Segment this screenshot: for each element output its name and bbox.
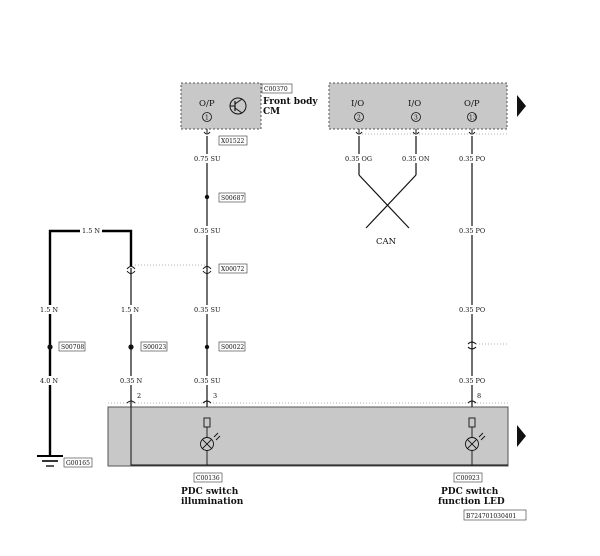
wire-label-035-su-2: 0.35 SU [194,306,221,314]
figure-id: B724701030401 [466,513,516,520]
pdc-led-name-1: PDC switch [441,487,499,497]
wire-label-035-og: 0.35 OG [345,155,372,163]
right-module-pin-type-2: I/O [351,99,364,109]
splice-s00708-tag [58,341,86,352]
front-body-cm-pin-circle [202,112,212,122]
front-body-cm-code-tag [261,83,293,94]
front-body-cm-name-2: CM [263,107,280,117]
module-continuation-arrow-bottom [517,425,526,447]
pdc-illum-code: C00136 [196,475,220,482]
splice-s00708-text: S00708 [61,344,84,351]
wire-label-035-po-1: 0.35 PO [459,155,485,163]
right-module-pin-number-13: 13 [469,115,477,122]
right-module-pin-type-3: I/O [408,99,421,109]
lower-pin-2: 2 [137,392,141,400]
transistor-icon [229,97,247,115]
connector-x01522-text: X01522 [221,138,245,145]
front-body-cm-pin-type: O/P [199,99,215,109]
right-module-pin-number-3: 3 [414,115,418,122]
wire-label-035-po-3: 0.35 PO [459,306,485,314]
wire-label-035-su-3: 0.35 SU [194,377,221,385]
front-body-cm-module [180,82,262,130]
lower-pin-3: 3 [213,392,217,400]
ground-icon [37,455,63,467]
splice-dots [47,194,210,350]
right-module-pin-number-2: 2 [357,115,361,122]
right-module-pin-circle-13 [467,112,477,122]
front-body-cm-name-1: Front body [263,97,318,107]
front-body-cm-code: C00370 [264,86,288,93]
pdc-illum-code-tag [193,472,223,483]
splice-s00687-tag [218,192,246,203]
wire-label-035-n: 0.35 N [120,377,143,385]
wire-label-40-n: 4.0 N [40,377,58,385]
wire-label-15-n-left: 1.5 N [40,306,58,314]
splice-s00022-tag [218,341,246,352]
inline-connectors [126,266,477,404]
pdc-led-code: C00923 [456,475,480,482]
module-connector-pins [203,129,476,135]
right-module-pin-circle-2 [354,112,364,122]
pdc-led-name-2: function LED [438,497,505,507]
wires [130,136,473,407]
wire-label-035-po-4: 0.35 PO [459,377,485,385]
wire-label-035-on: 0.35 ON [402,155,430,163]
lamp-icon [200,417,221,465]
wire-label-035-su-1: 0.35 SU [194,227,221,235]
figure-id-box [463,509,527,521]
front-body-cm-pin-number: 1 [205,115,209,122]
module-continuation-arrow-top [517,95,526,117]
ground-tag [63,457,93,468]
lower-pin-8: 8 [477,392,481,400]
led-lamp-icon [465,417,486,465]
pdc-led-code-tag [453,472,483,483]
can-label: CAN [376,237,397,247]
lower-component-bar [107,406,509,467]
wire-label-075-su: 0.75 SU [194,155,221,163]
wire-label-15-n-top: 1.5 N [82,227,100,235]
wire-label-backgrounds [38,154,487,385]
splice-s00022-text: S00022 [221,344,244,351]
ground-return-wire [130,407,508,466]
ground-tag-text: G00165 [66,460,90,467]
pdc-illum-name-2: illumination [181,497,244,507]
pdc-illum-name-1: PDC switch [181,487,239,497]
connector-x00072-tag [218,263,248,274]
right-module-pin-type-13: O/P [464,99,480,109]
splice-s00687-text: S00687 [221,195,244,202]
connector-x01522-tag [218,135,248,146]
wire-label-15-n-mid: 1.5 N [121,306,139,314]
splice-s00023-text: S00023 [143,344,166,351]
wire-label-035-po-2: 0.35 PO [459,227,485,235]
right-module-pin-circle-3 [411,112,421,122]
splice-s00023-tag [140,341,168,352]
connector-x00072-text: X00072 [221,266,245,273]
